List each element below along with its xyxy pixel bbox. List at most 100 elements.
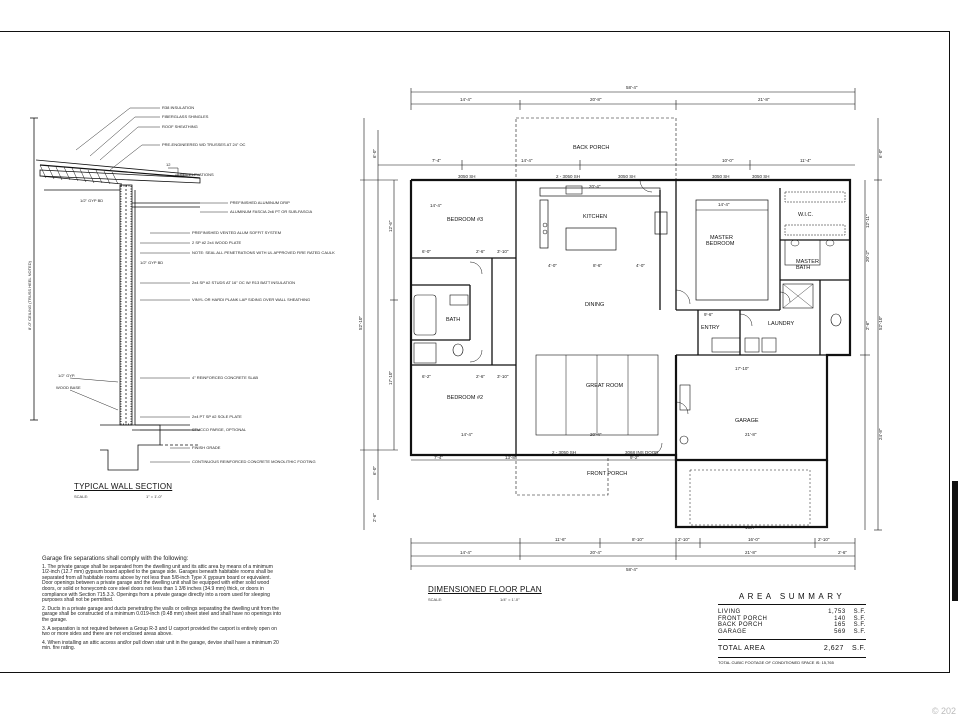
dim-bed3-width: 14'-4" — [430, 203, 442, 208]
dim-left-2: 12'-6" — [388, 220, 393, 232]
floor-plan-scale-value: 1/4" = 1'-0" — [500, 597, 520, 602]
garage-note-3: 3. A separation is not required between … — [42, 625, 277, 638]
dim-laundry-width: 17'-10" — [735, 366, 749, 371]
area-row-label: BACK PORCH — [718, 622, 763, 629]
callout-elevations: SEE ELEVATIONS — [180, 172, 214, 177]
dim-overall-bottom: 58'-4" — [626, 567, 638, 572]
dim-window-gr: 2 - 3050 SH — [552, 450, 576, 455]
dim-b1: 6'-0" — [422, 249, 431, 254]
room-master-bedroom-line2: BEDROOM — [706, 241, 735, 247]
callout-footing: CONTINUOUS REINFORCED CONCRETE MONOLITHI… — [192, 459, 316, 464]
dim-top-3: 21'-8" — [758, 97, 770, 102]
floor-plan-heading: DIMENSIONED FLOOR PLAN — [428, 585, 542, 594]
dim-right-2: 52'-10" — [878, 316, 883, 330]
title-block-bar — [952, 481, 958, 601]
room-master-bath-line1: MASTER — [796, 259, 819, 265]
dim-window-dining: 3050 SH — [618, 174, 636, 179]
dim-b2: 2'-6" — [476, 249, 485, 254]
area-row-label: GARAGE — [718, 628, 747, 635]
dim-b6: 3'-10" — [497, 374, 509, 379]
callout-wood-base: WOOD BASE — [56, 385, 81, 390]
dim-row2-3: 10'-0" — [722, 158, 734, 163]
dim-garage-width: 21'-8" — [745, 432, 757, 437]
dim-b5: 2'-6" — [476, 374, 485, 379]
dim-bot-6: 2'-10" — [678, 537, 690, 542]
callout-gyp: 1/2" GYP BD — [140, 260, 163, 265]
dim-bed2-width: 14'-4" — [461, 432, 473, 437]
dim-row2-1: 7'-4" — [432, 158, 441, 163]
title-block-strip — [949, 31, 960, 673]
room-great-room: GREAT ROOM — [586, 383, 623, 389]
garage-note-2: 2. Ducts in a private garage and ducts p… — [42, 605, 282, 623]
area-row-unit: S.F. — [853, 609, 866, 615]
area-summary-title: AREA SUMMARY — [738, 592, 846, 601]
room-kitchen: KITCHEN — [583, 214, 607, 220]
room-master-bedroom-line1: MASTER — [710, 235, 733, 241]
dim-top-2: 20'-8" — [590, 97, 602, 102]
dim-window-master-2: 3050 SH — [752, 174, 770, 179]
room-entry: ENTRY — [701, 325, 720, 331]
room-bedroom-2: BEDROOM #2 — [447, 395, 483, 401]
callout-shingles: FIBERGLASS SHINGLES — [162, 114, 209, 119]
dim-bot-8: 2'-10" — [818, 537, 830, 542]
dim-bot-5: 8'-10" — [632, 537, 644, 542]
callout-vinyl: VINYL OR HARDI PLANK LAP SIDING OVER WAL… — [192, 297, 310, 302]
callout-drip: PREFINISHED ALUMINUM DRIP — [230, 200, 290, 205]
dim-right-1: 6'-0" — [878, 149, 883, 158]
dim-bot-4: 11'-6" — [555, 537, 567, 542]
callout-penetrations: NOTE: SEAL ALL PENETRATIONS WITH UL APPR… — [192, 250, 335, 255]
dim-gr-width: 20'-4" — [590, 432, 602, 437]
dim-bot-9: 14'-4" — [460, 550, 472, 555]
dim-bot-7: 16'-0" — [748, 537, 760, 542]
wall-section-scale-value: 1" = 1'-0" — [146, 494, 163, 499]
dim-bot-10: 20'-4" — [590, 550, 602, 555]
dim-door-front: 3068 INS DOOR — [625, 450, 659, 455]
floor-plan-scale-label: SCALE: — [428, 597, 443, 602]
garage-note-4: 4. When installing an attic access and/o… — [42, 639, 279, 652]
room-bath: BATH — [446, 317, 460, 323]
room-laundry: LAUNDRY — [768, 321, 795, 327]
dim-row2-2: 14'-4" — [521, 158, 533, 163]
area-total-value: 2,627 — [823, 645, 844, 653]
dim-bot-11: 21'-8" — [745, 550, 757, 555]
area-row-unit: S.F. — [853, 615, 866, 622]
dim-bp-width: 20'-4" — [589, 184, 601, 189]
room-master-bath-line2: BATH — [796, 265, 810, 271]
watermark: © 202 — [931, 706, 956, 716]
callout-sheathing: ROOF SHEATHING — [162, 124, 198, 129]
dim-mb-width: 14'-4" — [718, 202, 730, 207]
callout-studs: 2x4 SP #2 STUDS AT 16" OC W/ R13 BATT IN… — [192, 280, 295, 285]
callout-gyp-ceiling: 1/2" GYP BD — [80, 198, 103, 203]
dim-b4: 6'-2" — [422, 374, 431, 379]
dim-left-1: 6'-0" — [372, 149, 377, 158]
dim-right-4: 12'-11" — [865, 214, 870, 228]
area-total-label: TOTAL AREA — [718, 645, 766, 653]
area-row-unit: S.F. — [853, 628, 866, 635]
garage-notes-title: Garage fire separations shall comply wit… — [42, 556, 189, 562]
room-back-porch: BACK PORCH — [573, 145, 609, 151]
area-footnote: TOTAL CUBIC FOOTAGE OF CONDITIONED SPACE… — [718, 657, 866, 665]
dim-top-1: 14'-4" — [460, 97, 472, 102]
dim-left-5: 6'-0" — [372, 466, 377, 475]
callout-stucco: STUCCO PARGE, OPTIONAL — [192, 427, 247, 432]
dim-b3: 3'-10" — [497, 249, 509, 254]
dim-k2: 8'-6" — [593, 263, 602, 268]
dim-overall-top: 58'-4" — [626, 85, 638, 90]
garage-fire-notes: Garage fire separations shall comply wit… — [42, 556, 282, 655]
room-front-porch: FRONT PORCH — [587, 471, 627, 477]
callout-slab: 4" REINFORCED CONCRETE SLAB — [192, 375, 258, 380]
dim-k3: 4'-0" — [636, 263, 645, 268]
dim-garage-door: 16x7 — [745, 525, 755, 530]
dim-bot-12: 2'-6" — [838, 550, 847, 555]
dim-right-3: 24'-8" — [878, 428, 883, 440]
dim-left-3: 17'-10" — [388, 371, 393, 385]
callout-r38: R38 INSULATION — [162, 105, 194, 110]
